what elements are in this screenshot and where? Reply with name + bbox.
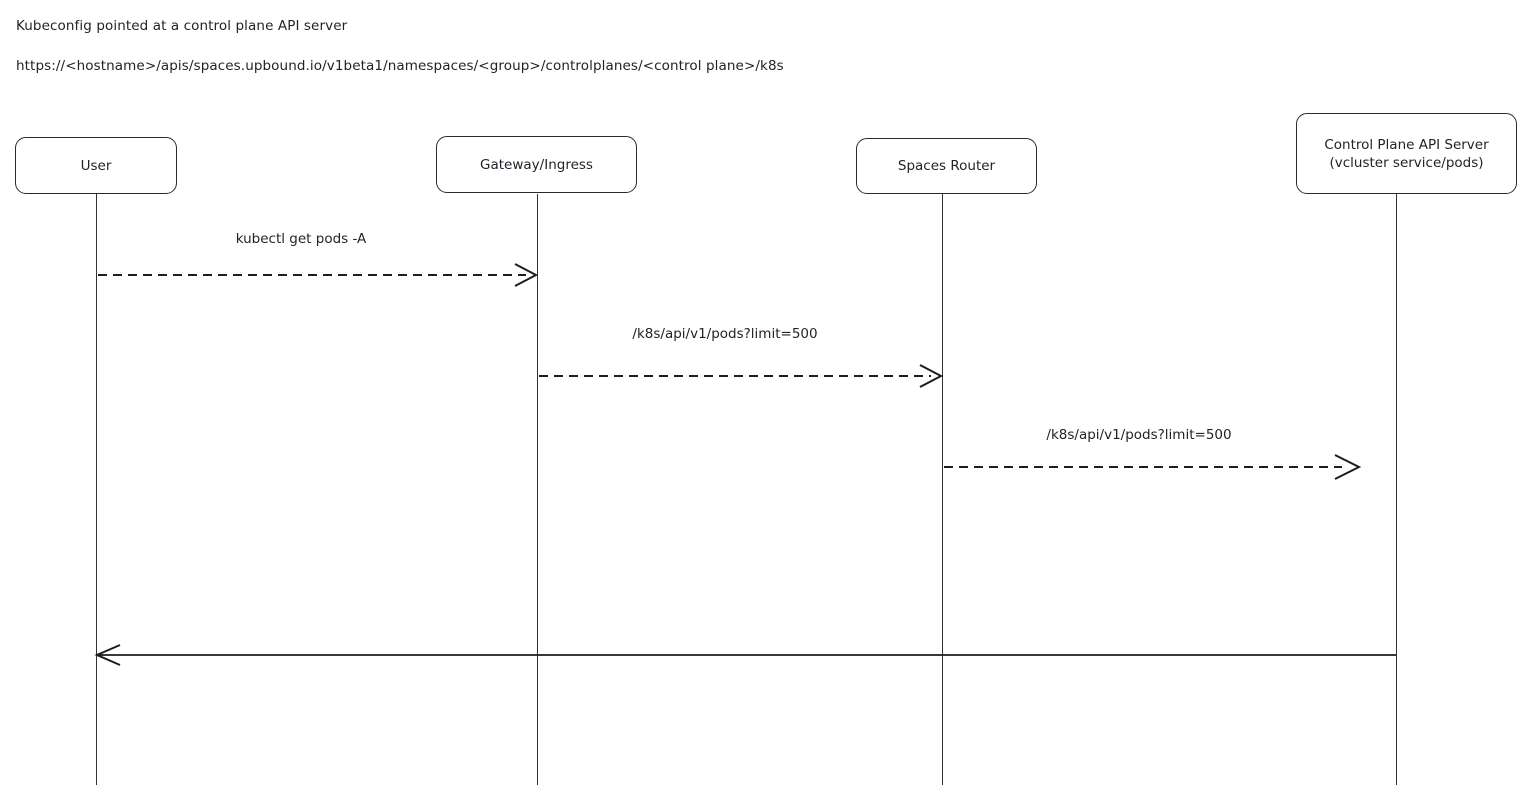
diagram-note-line-2: https://<hostname>/apis/spaces.upbound.i…: [16, 58, 784, 74]
lifeline-spaces-router: [942, 194, 943, 785]
participant-gateway-ingress[interactable]: Gateway/Ingress: [436, 136, 637, 193]
arrowhead-icon: [919, 364, 944, 388]
message-label-router-to-control-plane: /k8s/api/v1/pods?limit=500: [1046, 427, 1232, 443]
arrowhead-icon: [94, 644, 121, 666]
arrowhead-icon: [514, 263, 539, 287]
message-arrow-gateway-to-router: [539, 364, 944, 388]
message-label-kubectl-get-pods: kubectl get pods -A: [235, 231, 367, 247]
lifeline-user: [96, 194, 97, 785]
lifeline-control-plane-api-server: [1396, 194, 1397, 785]
participant-label-control-plane-api-server: Control Plane API Server (vcluster servi…: [1324, 136, 1489, 171]
participant-user[interactable]: User: [15, 137, 177, 194]
message-arrow-control-plane-to-user-return: [94, 644, 1396, 666]
participant-spaces-router[interactable]: Spaces Router: [856, 138, 1037, 194]
message-arrow-router-to-control-plane: [944, 454, 1362, 480]
diagram-note-line-1: Kubeconfig pointed at a control plane AP…: [16, 18, 348, 34]
participant-label-user: User: [80, 157, 112, 174]
arrowhead-icon: [1334, 454, 1362, 480]
message-arrow-user-to-gateway: [98, 263, 539, 287]
message-label-gateway-to-router: /k8s/api/v1/pods?limit=500: [632, 326, 818, 342]
lifeline-gateway-ingress: [537, 194, 538, 785]
participant-label-gateway-ingress: Gateway/Ingress: [480, 156, 593, 173]
participant-label-spaces-router: Spaces Router: [897, 158, 996, 174]
participant-control-plane-api-server[interactable]: Control Plane API Server (vcluster servi…: [1296, 113, 1517, 194]
